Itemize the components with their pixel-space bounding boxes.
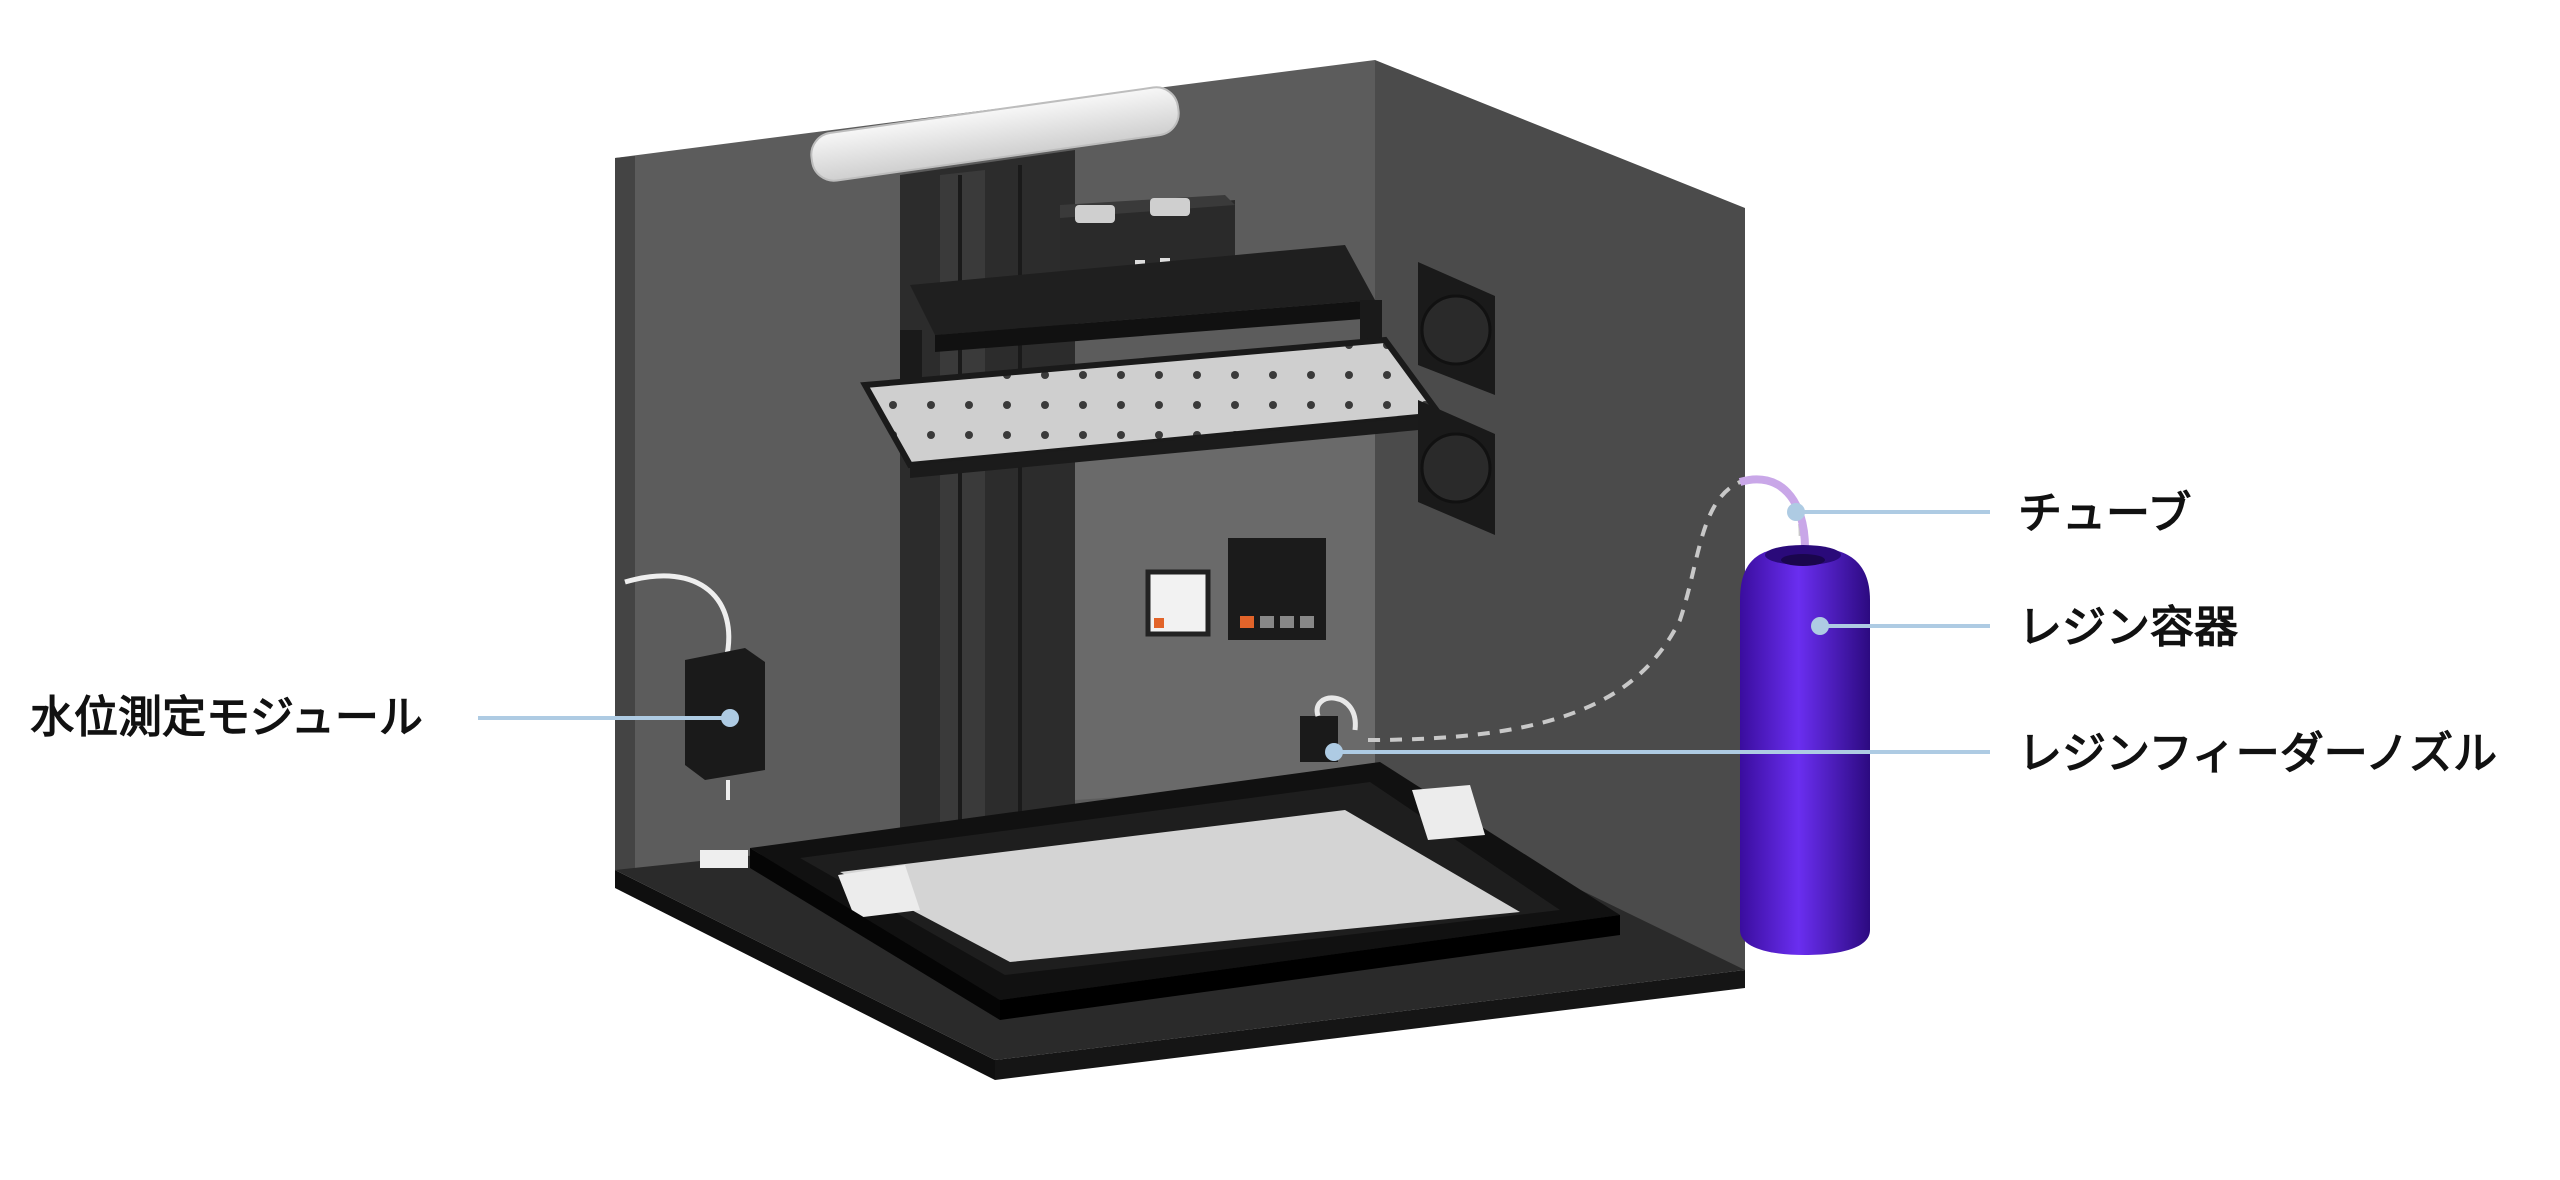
label-resin-container: レジン容器 <box>2018 602 2238 653</box>
left-wall-edge <box>615 156 635 870</box>
resin-vat <box>700 762 1620 1020</box>
uv-lamp <box>810 86 1180 182</box>
vat-clamp-left <box>838 865 920 918</box>
tube-top-arc <box>1738 475 1809 549</box>
build-platform <box>860 245 1446 478</box>
vat-clamp-right <box>1412 785 1485 840</box>
fans <box>1418 262 1495 535</box>
floor-front-edge-right <box>995 970 1745 1080</box>
label-resin-feeder-nozzle: レジンフィーダーノズル <box>2018 728 2498 779</box>
label-tube: チューブ <box>2018 488 2192 539</box>
control-box <box>1075 390 1375 800</box>
water-sensor-probe-base <box>700 850 748 868</box>
z-axis-column <box>900 150 1075 830</box>
leader-lines <box>478 503 1990 761</box>
floor-front-edge-left <box>615 870 995 1080</box>
label-water-level-module: 水位測定モジュール <box>30 692 423 743</box>
